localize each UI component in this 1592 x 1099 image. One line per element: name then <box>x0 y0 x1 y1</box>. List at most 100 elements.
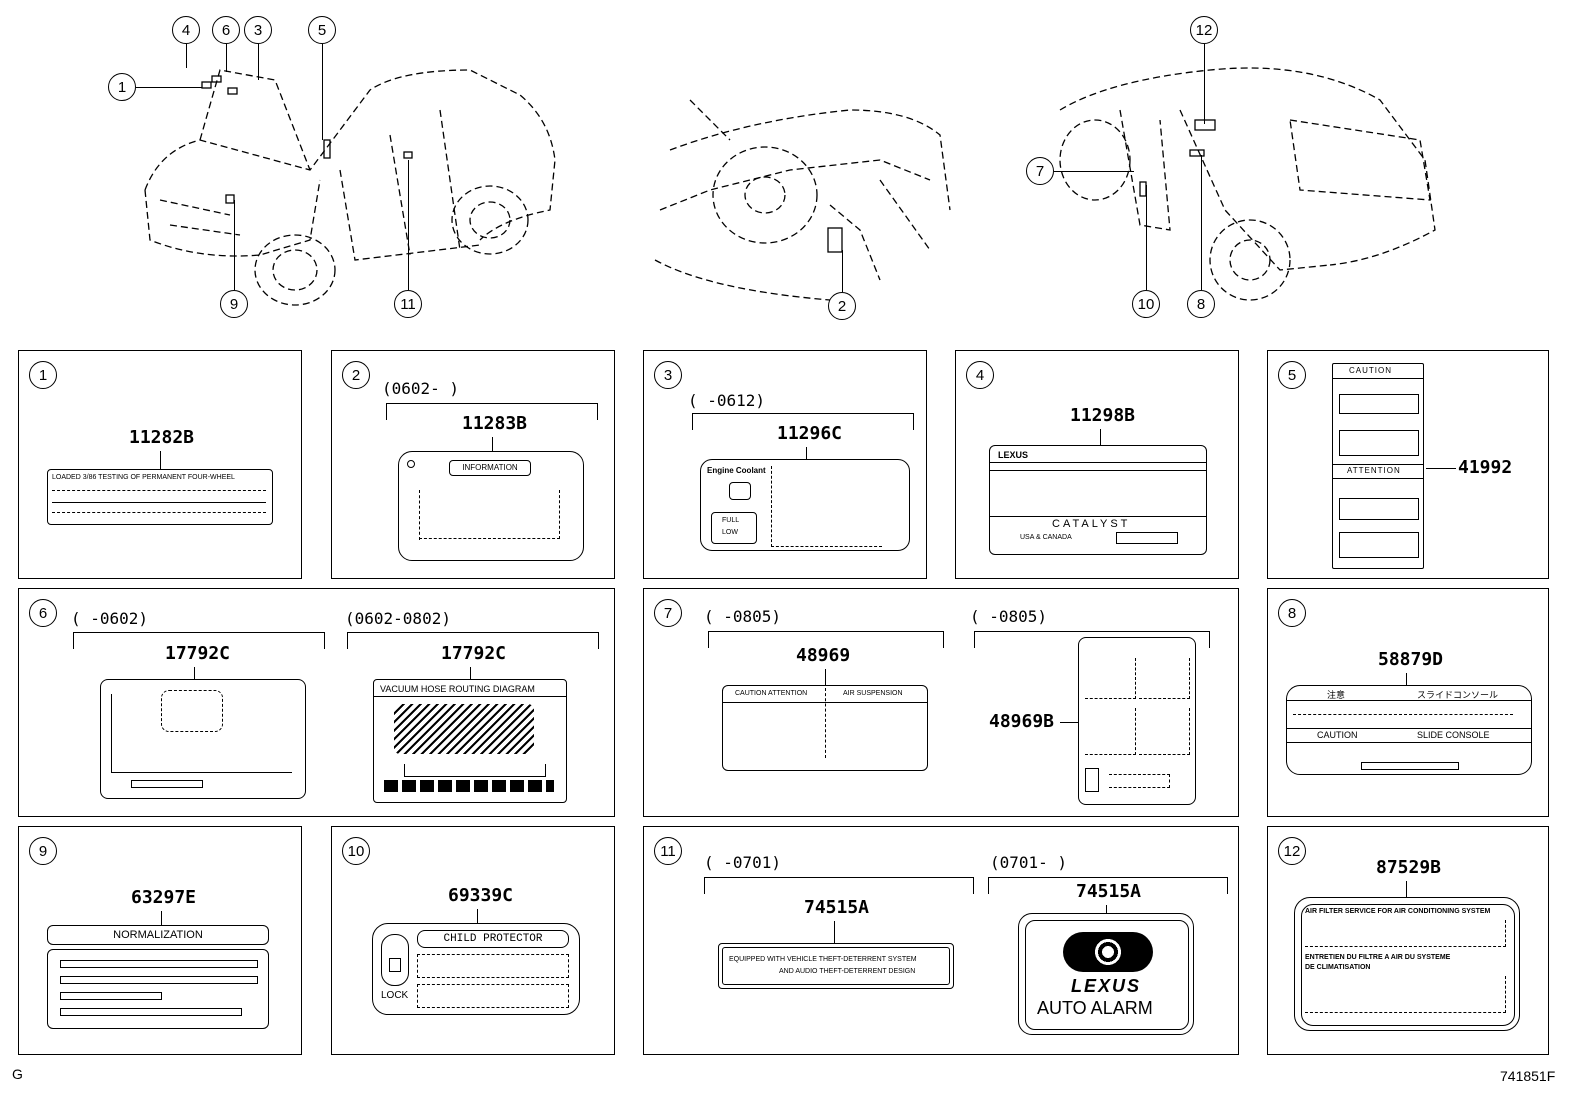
date-range: (0602- ) <box>382 379 460 398</box>
caution-text: CAUTION <box>1317 730 1358 740</box>
label-11283B: INFORMATION <box>398 451 584 561</box>
part-number-48969B: 48969B <box>989 711 1055 732</box>
part-number-17792C-a: 17792C <box>165 643 231 664</box>
part-number-87529B: 87529B <box>1376 857 1442 878</box>
label-11282B: LOADED 3/86 TESTING OF PERMANENT FOUR-WH… <box>47 469 273 525</box>
fr-text-2: DE CLIMATISATION <box>1305 964 1371 971</box>
panel-number-8: 8 <box>1278 599 1306 627</box>
part-number-11282B: 11282B <box>129 427 195 448</box>
air-suspension-text: AIR SUSPENSION <box>843 690 903 697</box>
lock-text: LOCK <box>381 990 409 1001</box>
label-58879D: 注意 スライドコンソール CAUTION SLIDE CONSOLE <box>1286 685 1532 775</box>
callout-number: 6 <box>221 21 231 39</box>
callout-7-top: 7 <box>1026 157 1054 185</box>
part-number-11296C: 11296C <box>777 423 843 444</box>
normalization-text: NORMALIZATION <box>113 929 203 941</box>
panel-number-1: 1 <box>29 361 57 389</box>
date-range: ( -0612) <box>688 391 766 410</box>
label-74515A-a: EQUIPPED WITH VEHICLE THEFT-DETERRENT SY… <box>718 943 954 989</box>
callout-8-top: 8 <box>1187 290 1215 318</box>
brand-text: LEXUS <box>998 450 1029 460</box>
vehicle-rear-illustration <box>1059 67 1436 301</box>
part-number-69339C: 69339C <box>448 885 514 906</box>
callout-5-top: 5 <box>308 16 336 44</box>
part-number-11283B: 11283B <box>462 413 528 434</box>
label-87529B: AIR FILTER SERVICE FOR AIR CONDITIONING … <box>1294 897 1520 1031</box>
callout-9-top: 9 <box>220 290 248 318</box>
panel-number-6: 6 <box>29 599 57 627</box>
callout-number: 5 <box>317 21 327 39</box>
panel-number: 2 <box>351 366 361 384</box>
panel-number: 3 <box>663 366 673 384</box>
date-range-b: (0602-0802) <box>345 609 451 628</box>
catalyst-text: CATALYST <box>1052 518 1131 530</box>
panel-number: 10 <box>347 842 365 860</box>
panel-number: 11 <box>660 842 676 860</box>
date-range-b: (0701- ) <box>990 853 1068 872</box>
caution-text: CAUTION <box>1349 366 1392 375</box>
vehicle-front-illustration <box>144 69 556 306</box>
panel-number-5: 5 <box>1278 361 1306 389</box>
label-69339C: LOCK CHILD PROTECTOR <box>372 923 580 1015</box>
panel-number-10: 10 <box>342 837 370 865</box>
panel-11: 11 ( -0701) (0701- ) 74515A 74515A EQUIP… <box>643 826 1239 1055</box>
panel-number-12: 12 <box>1278 837 1306 865</box>
panel-2: 2 (0602- ) 11283B INFORMATION <box>331 350 615 579</box>
label-17792C-b: VACUUM HOSE ROUTING DIAGRAM <box>373 679 567 803</box>
label-17792C-a <box>100 679 306 799</box>
callout-number: 11 <box>400 295 416 313</box>
callout-12-top: 12 <box>1190 16 1218 44</box>
callout-number: 8 <box>1196 295 1206 313</box>
part-number-48969: 48969 <box>796 645 851 666</box>
panel-number-4: 4 <box>966 361 994 389</box>
info-title: INFORMATION <box>449 460 531 476</box>
label-text: LOADED 3/86 TESTING OF PERMANENT FOUR-WH… <box>52 474 235 481</box>
part-number-63297E: 63297E <box>131 887 197 908</box>
brand-text: LEXUS <box>1071 976 1142 996</box>
region-text: USA & CANADA <box>1020 534 1072 541</box>
date-range-a: ( -0602) <box>71 609 149 628</box>
panel-7: 7 ( -0805) ( -0805) 48969 CAUTION ATTENT… <box>643 588 1239 817</box>
callout-4-top: 4 <box>172 16 200 44</box>
panel-number: 5 <box>1287 366 1297 384</box>
callout-6-top: 6 <box>212 16 240 44</box>
panel-number: 4 <box>975 366 985 384</box>
panel-number-9: 9 <box>29 837 57 865</box>
callout-number: 3 <box>253 21 263 39</box>
label-63297E <box>47 949 269 1029</box>
low-text: LOW <box>722 529 738 536</box>
jp-caution-text: 注意 <box>1327 690 1346 700</box>
label-11296C: Engine Coolant FULL LOW <box>700 459 910 551</box>
part-number-11298B: 11298B <box>1070 405 1136 426</box>
auto-alarm-text: AUTO ALARM <box>1037 998 1153 1018</box>
callout-number: 10 <box>1137 295 1155 313</box>
part-number-58879D: 58879D <box>1378 649 1444 670</box>
panel-12: 12 87529B AIR FILTER SERVICE FOR AIR CON… <box>1267 826 1549 1055</box>
label-41992: CAUTION ATTENTION <box>1332 363 1424 569</box>
panel-number-2: 2 <box>342 361 370 389</box>
panel-number-3: 3 <box>654 361 682 389</box>
label-11298B: LEXUS CATALYST USA & CANADA <box>989 445 1207 555</box>
vacuum-title: VACUUM HOSE ROUTING DIAGRAM <box>380 684 535 694</box>
panel-4: 4 11298B LEXUS CATALYST USA & CANADA <box>955 350 1239 579</box>
panel-number: 1 <box>38 366 48 384</box>
fr-text-1: ENTRETIEN DU FILTRE A AIR DU SYSTEME <box>1305 954 1451 961</box>
callout-3-top: 3 <box>244 16 272 44</box>
dashboard-illustration <box>654 99 951 301</box>
jp-console-text: スライドコンソール <box>1417 690 1499 700</box>
part-number-17792C-b: 17792C <box>441 643 507 664</box>
callout-number: 4 <box>181 21 191 39</box>
part-number-41992: 41992 <box>1458 457 1513 478</box>
part-number-74515A-a: 74515A <box>804 897 870 918</box>
panel-1: 1 11282B LOADED 3/86 TESTING OF PERMANEN… <box>18 350 302 579</box>
footer-left: G <box>12 1066 23 1082</box>
panel-number: 12 <box>1283 842 1301 860</box>
label-74515A-b: LEXUS AUTO ALARM <box>1018 913 1194 1035</box>
panel-number: 9 <box>38 842 48 860</box>
panel-10: 10 69339C LOCK CHILD PROTECTOR <box>331 826 615 1055</box>
panel-number: 8 <box>1287 604 1297 622</box>
callout-1-top: 1 <box>108 73 136 101</box>
callout-number: 7 <box>1035 162 1045 180</box>
part-number-74515A-b: 74515A <box>1076 881 1142 902</box>
theft-line-2: AND AUDIO THEFT-DETERRENT DESIGN <box>779 968 916 975</box>
